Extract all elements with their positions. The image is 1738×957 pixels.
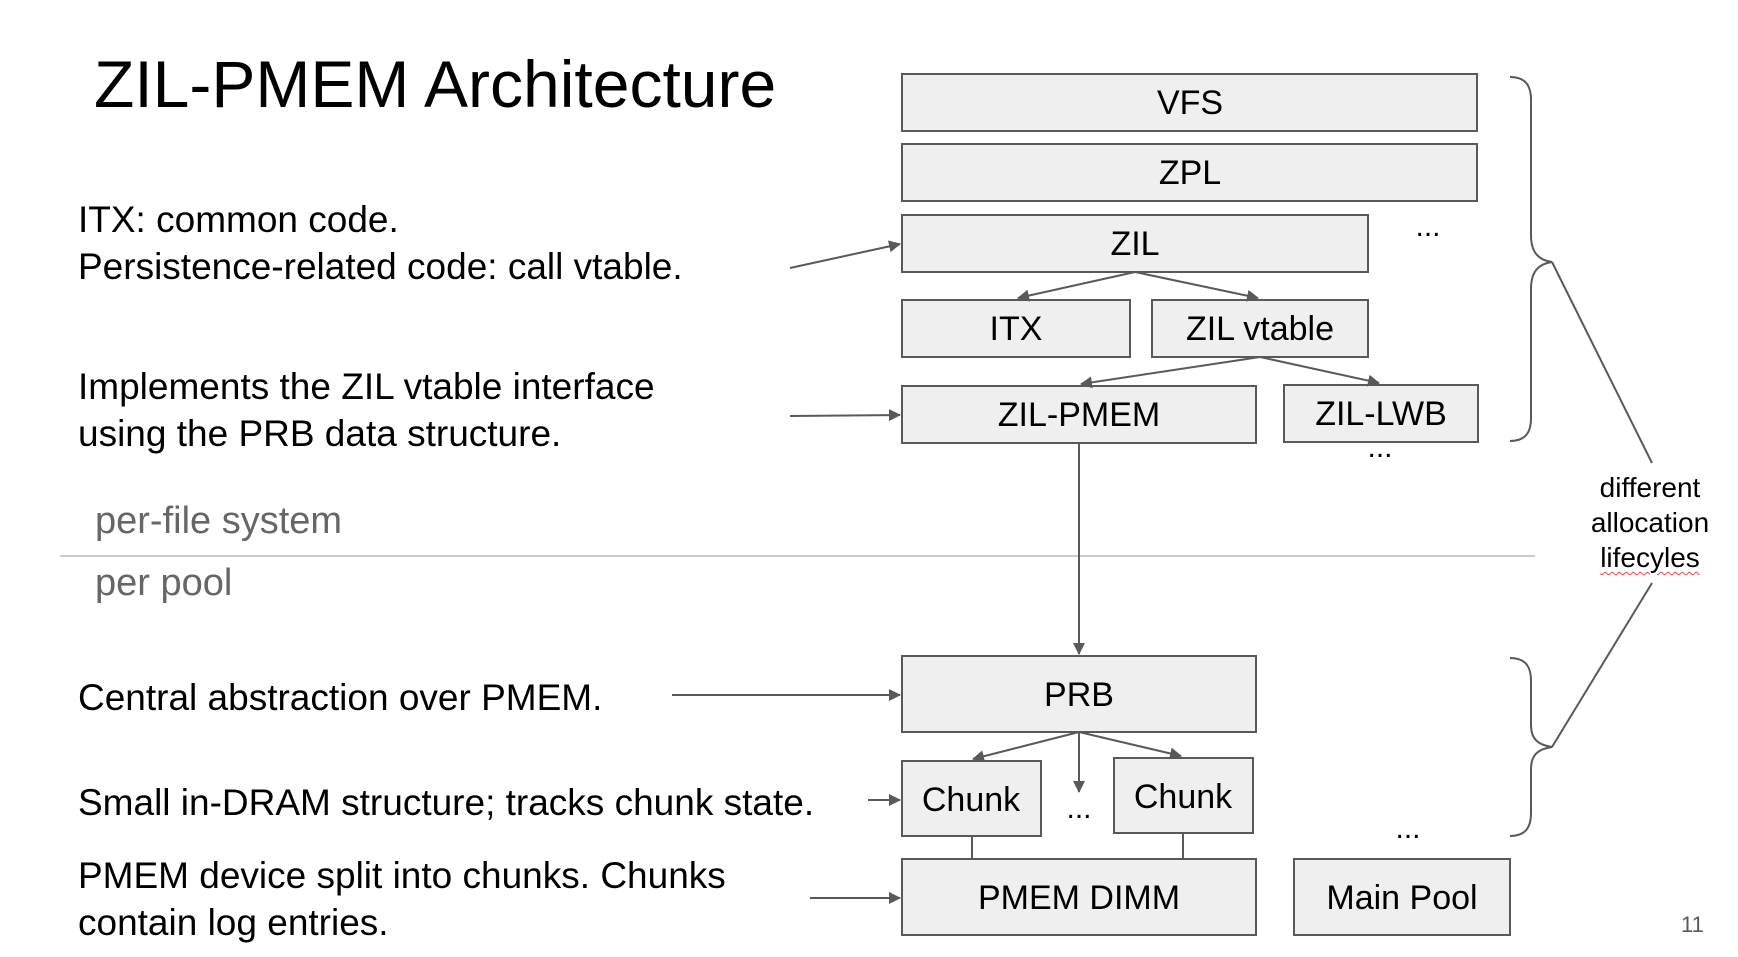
upper-brace-to-label-line: [1551, 261, 1653, 464]
itx-box: ITX: [901, 299, 1131, 358]
itx-annotation-line-2: Persistence-related code: call vtable.: [78, 246, 683, 287]
chunk-annotation: Small in-DRAM structure; tracks chunk st…: [78, 779, 814, 826]
vfs-box: VFS: [901, 73, 1478, 132]
slide-title: ZIL-PMEM Architecture: [94, 47, 777, 121]
scope-label-upper: per-file system: [95, 500, 343, 542]
zil-pmem-annotation-arrow: [789, 409, 901, 422]
zil-pmem-annotation-line-1: Implements the ZIL vtable interface: [78, 366, 655, 407]
zil-pmem-box: ZIL-PMEM: [901, 385, 1257, 444]
zil-label: ZIL: [1110, 225, 1159, 263]
vtable-to-zil-pmem-arrow: [1080, 356, 1261, 389]
prb-annotation-line-1: Central abstraction over PMEM.: [78, 677, 603, 718]
zil-pmem-annotation-line-2: using the PRB data structure.: [78, 413, 562, 454]
lifecycle-label-line-3: lifecyles: [1575, 540, 1725, 575]
zil-siblings-ellipsis: ...: [1415, 210, 1440, 243]
pmem-annotation-line-2: contain log entries.: [78, 902, 389, 943]
lower-brace: [1509, 657, 1553, 837]
zpl-box: ZPL: [901, 143, 1478, 202]
pmem-dimm-label: PMEM DIMM: [978, 879, 1180, 917]
itx-annotation-line-1: ITX: common code.: [78, 199, 399, 240]
zil-to-itx-arrow: [1017, 271, 1136, 302]
prb-annotation: Central abstraction over PMEM.: [78, 674, 602, 721]
pmem-annotation-line-1: PMEM device split into chunks. Chunks: [78, 855, 726, 896]
vtable-to-zil-lwb-arrow: [1259, 356, 1380, 387]
chunk-right-box: Chunk: [1113, 757, 1254, 834]
itx-annotation: ITX: common code. Persistence-related co…: [78, 196, 683, 290]
zil-pmem-annotation: Implements the ZIL vtable interface usin…: [78, 363, 655, 457]
zil-lwb-more-ellipsis: ...: [1367, 431, 1392, 464]
chunk-left-box: Chunk: [901, 760, 1042, 837]
page-number: 11: [1681, 912, 1704, 937]
zil-lwb-box: ZIL-LWB: [1283, 384, 1479, 443]
chunks-more-ellipsis: ...: [1066, 792, 1091, 825]
spellcheck-underline: lifecyles: [1600, 542, 1700, 573]
pools-more-ellipsis: ...: [1395, 812, 1420, 845]
pmem-dimm-box: PMEM DIMM: [901, 858, 1257, 936]
vfs-label: VFS: [1157, 84, 1223, 122]
zpl-label: ZPL: [1159, 154, 1221, 192]
zil-to-vtable-arrow: [1134, 271, 1259, 302]
zil-vtable-box: ZIL vtable: [1151, 299, 1369, 358]
lifecycle-label-line-2: allocation: [1590, 507, 1710, 538]
chunk-right-label: Chunk: [1134, 778, 1233, 816]
lower-brace-to-label-line: [1551, 582, 1653, 748]
main-pool-label: Main Pool: [1326, 879, 1477, 917]
upper-brace: [1509, 76, 1553, 442]
prb-to-chunk-right-arrow: [1078, 731, 1182, 760]
pmem-annotation: PMEM device split into chunks. Chunks co…: [78, 852, 726, 946]
prb-to-chunk-left-arrow: [972, 731, 1080, 763]
main-pool-box: Main Pool: [1293, 858, 1511, 936]
lifecycle-label-line-1: different: [1599, 472, 1701, 503]
zil-lwb-label: ZIL-LWB: [1315, 395, 1447, 433]
chunk-annotation-line-1: Small in-DRAM structure; tracks chunk st…: [78, 782, 815, 823]
chunk-left-label: Chunk: [922, 781, 1021, 819]
scope-label-lower: per pool: [95, 562, 233, 604]
prb-box: PRB: [901, 655, 1257, 733]
prb-label: PRB: [1044, 676, 1114, 714]
itx-label: ITX: [990, 310, 1043, 348]
itx-annotation-arrow: [789, 240, 901, 269]
zil-box: ZIL: [901, 214, 1369, 273]
zil-pmem-label: ZIL-PMEM: [998, 396, 1160, 434]
lifecycle-label: different allocation lifecyles: [1575, 470, 1725, 575]
zil-vtable-label: ZIL vtable: [1186, 310, 1334, 348]
